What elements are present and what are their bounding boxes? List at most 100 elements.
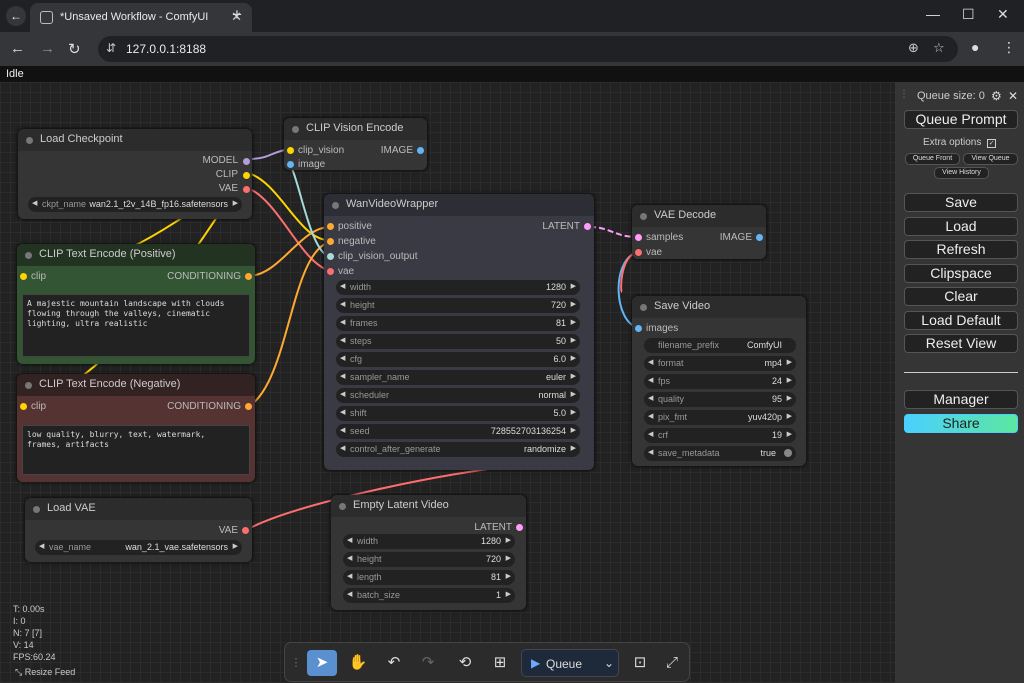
drag-handle-icon[interactable]: ⋮ <box>899 89 909 100</box>
profile-icon[interactable]: ● <box>971 39 980 55</box>
site-info-icon[interactable]: ⇵ <box>106 41 117 55</box>
input-vae-dot[interactable] <box>635 249 642 256</box>
chevron-down-icon[interactable]: ⌄ <box>604 656 615 670</box>
node-load-checkpoint[interactable]: Load Checkpoint MODEL CLIP VAE ◀ckpt_nam… <box>18 129 252 219</box>
zoom-icon[interactable]: ⊕ <box>908 40 919 55</box>
manager-button[interactable]: Manager <box>904 390 1018 409</box>
new-tab-icon[interactable]: + <box>232 5 242 24</box>
input-positive-dot[interactable] <box>327 223 334 230</box>
queue-prompt-button[interactable]: Queue Prompt <box>904 110 1018 129</box>
reset-view-button[interactable]: Reset View <box>904 334 1018 353</box>
input-image-dot[interactable] <box>287 161 294 168</box>
queue-button[interactable]: ▶ Queue ⌄ <box>521 649 619 677</box>
input-clip-vision-output-dot[interactable] <box>327 253 334 260</box>
maximize-icon[interactable]: ☐ <box>962 6 975 22</box>
add-node-icon[interactable]: ⊞ <box>493 654 507 671</box>
node-wan-video-wrapper[interactable]: WanVideoWrapper positive negative clip_v… <box>324 194 594 470</box>
queue-front-button[interactable]: Queue Front <box>905 153 960 165</box>
extra-options-checkbox[interactable]: ✓ <box>987 139 997 148</box>
input-vae-dot[interactable] <box>327 268 334 275</box>
omnibox[interactable]: ⇵ 127.0.0.1:8188 ⊕ ☆ <box>98 36 958 62</box>
forward-icon[interactable]: → <box>40 40 55 57</box>
input-images-dot[interactable] <box>635 325 642 332</box>
node-vae-decode[interactable]: VAE Decode samples vae IMAGE <box>632 205 766 259</box>
hand-tool-icon[interactable]: ✋ <box>348 654 368 671</box>
history-icon[interactable]: ⟲ <box>458 654 472 671</box>
menu-kebab-icon[interactable]: ⋮ <box>1002 39 1016 55</box>
save-button[interactable]: Save <box>904 193 1018 212</box>
close-icon[interactable]: ✕ <box>1008 89 1019 103</box>
positive-prompt-textarea[interactable]: A majestic mountain landscape with cloud… <box>22 294 250 357</box>
output-image-dot[interactable] <box>417 147 424 154</box>
resize-feed-button[interactable]: ⤡ Resize Feed <box>15 667 76 677</box>
undo-icon[interactable]: ↶ <box>387 654 401 671</box>
share-button[interactable]: Share <box>904 414 1018 433</box>
fit-view-icon[interactable]: ⊡ <box>633 654 647 671</box>
close-window-icon[interactable]: ✕ <box>997 6 1009 22</box>
reload-icon[interactable]: ↻ <box>68 41 81 58</box>
input-clip-dot[interactable] <box>20 273 27 280</box>
input-clip-dot[interactable] <box>20 403 27 410</box>
view-queue-button[interactable]: View Queue <box>963 153 1018 165</box>
negative-prompt-textarea[interactable]: low quality, blurry, text, watermark, fr… <box>22 425 250 475</box>
input-clip-vision-dot[interactable] <box>287 147 294 154</box>
view-history-button[interactable]: View History <box>934 167 989 179</box>
load-button[interactable]: Load <box>904 217 1018 236</box>
close-tab-icon[interactable]: ✕ <box>231 9 242 24</box>
back-icon[interactable]: ← <box>10 40 25 57</box>
drag-handle-icon[interactable]: ⋮ <box>290 657 302 669</box>
input-negative-dot[interactable] <box>327 238 334 245</box>
clear-button[interactable]: Clear <box>904 287 1018 306</box>
node-clip-text-negative[interactable]: CLIP Text Encode (Negative) clip CONDITI… <box>17 374 255 482</box>
output-conditioning-dot[interactable] <box>245 403 252 410</box>
graph-canvas[interactable]: Load Checkpoint MODEL CLIP VAE ◀ckpt_nam… <box>0 82 895 683</box>
extra-options-label[interactable]: Extra options ✓ <box>923 137 997 148</box>
input-samples-dot[interactable] <box>635 234 642 241</box>
refresh-button[interactable]: Refresh <box>904 240 1018 259</box>
redo-icon[interactable]: ↷ <box>421 654 435 671</box>
output-image-dot[interactable] <box>756 234 763 241</box>
gear-icon[interactable]: ⚙ <box>991 89 1002 103</box>
minimize-icon[interactable]: — <box>926 6 940 22</box>
node-clip-text-positive[interactable]: CLIP Text Encode (Positive) clip CONDITI… <box>17 244 255 364</box>
load-default-button[interactable]: Load Default <box>904 311 1018 330</box>
browser-tab[interactable]: *Unsaved Workflow - ComfyUI ✕ <box>30 3 252 32</box>
fullscreen-icon[interactable]: ⤢ <box>665 654 678 671</box>
output-vae-dot[interactable] <box>242 527 249 534</box>
output-conditioning-dot[interactable] <box>245 273 252 280</box>
output-vae-dot[interactable] <box>243 186 250 193</box>
tab-search-icon[interactable]: ← <box>6 6 26 26</box>
bookmark-star-icon[interactable]: ☆ <box>933 40 945 55</box>
node-clip-vision-encode[interactable]: CLIP Vision Encode clip_vision image IMA… <box>284 118 427 170</box>
clipspace-button[interactable]: Clipspace <box>904 264 1018 283</box>
output-model-dot[interactable] <box>243 158 250 165</box>
output-clip-dot[interactable] <box>243 172 250 179</box>
select-tool-icon[interactable]: ➤ <box>307 650 337 676</box>
output-latent-dot[interactable] <box>584 223 591 230</box>
